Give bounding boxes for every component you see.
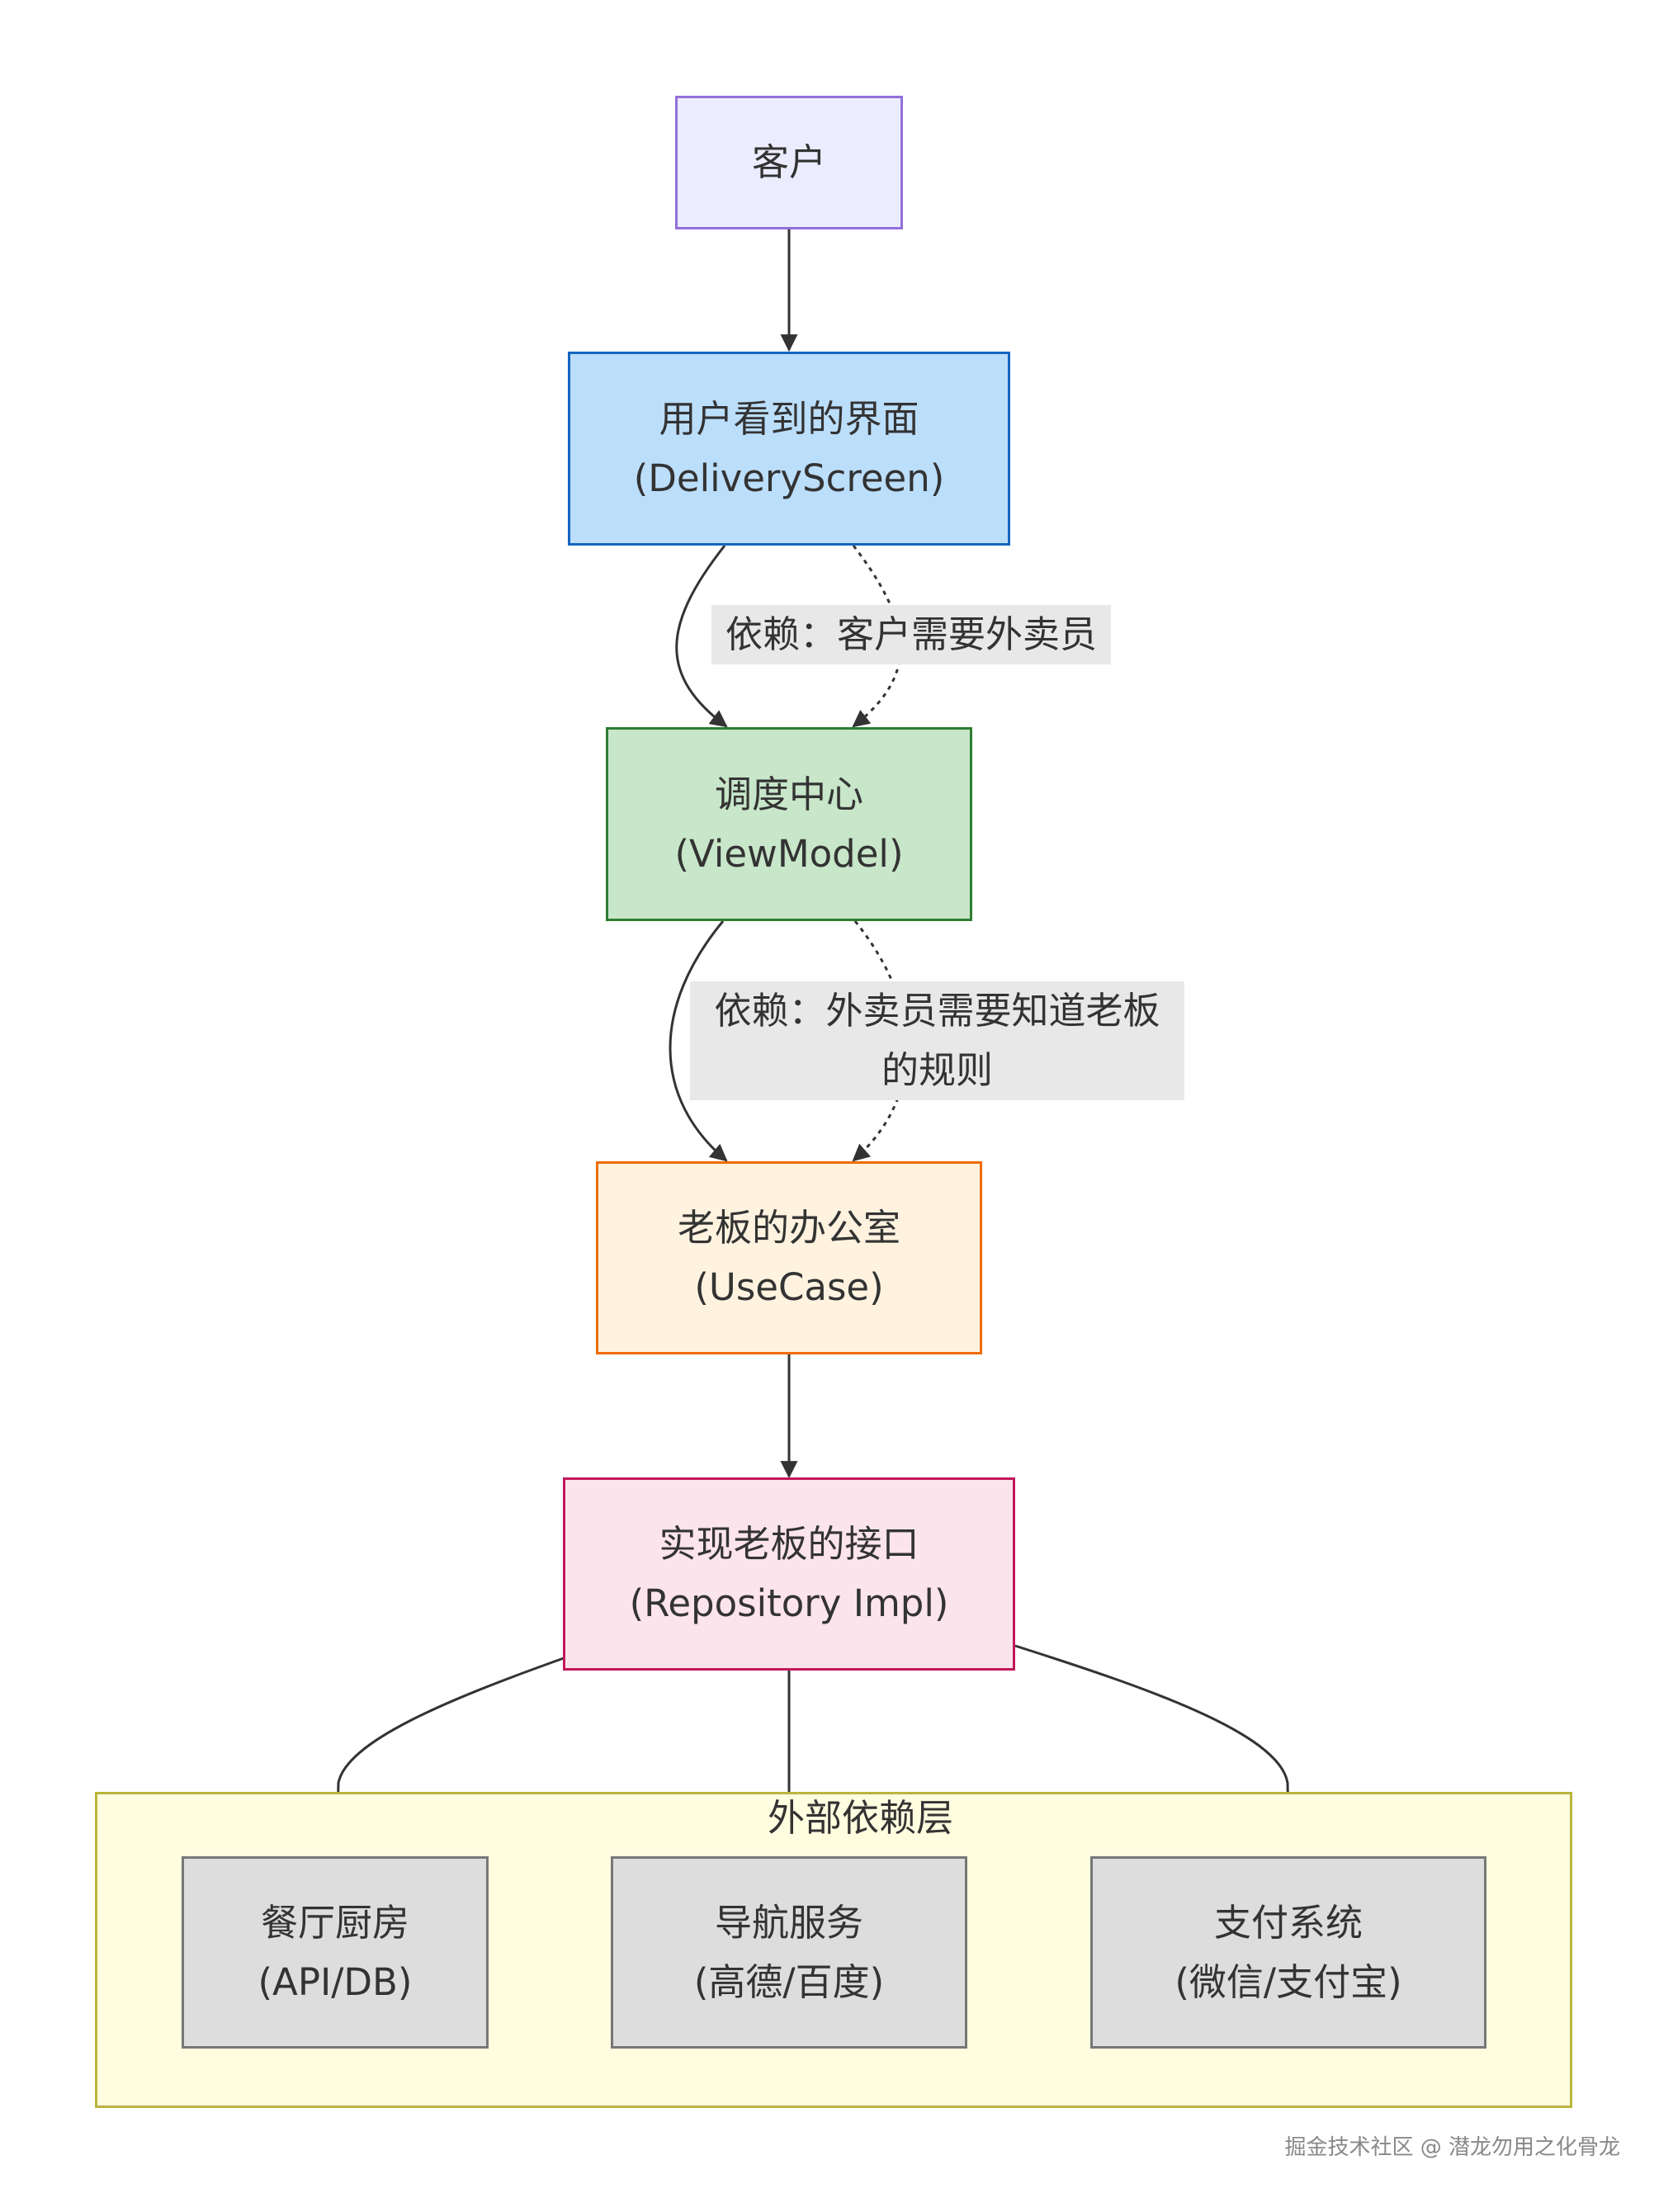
node-usecase-title: 老板的办公室 — [677, 1206, 900, 1250]
watermark: 掘金技术社区 @ 潜龙勿用之化骨龙 — [1284, 2135, 1620, 2160]
edge-label-screen-to-viewmodel-text: 依赖：客户需要外卖员 — [725, 612, 1097, 656]
node-repository-impl: 实现老板的接口 (Repository Impl) — [563, 1477, 1015, 1671]
node-delivery-screen: 用户看到的界面 (DeliveryScreen) — [568, 352, 1010, 546]
node-viewmodel: 调度中心 (ViewModel) — [606, 727, 972, 921]
subgraph-title: 外部依赖层 — [767, 1796, 953, 1840]
node-repository-impl-subtitle: (Repository Impl) — [629, 1581, 949, 1625]
node-payment-system: 支付系统 (微信/支付宝) — [1090, 1856, 1486, 2049]
node-payment-system-subtitle: (微信/支付宝) — [1174, 1959, 1402, 2004]
node-usecase: 老板的办公室 (UseCase) — [596, 1161, 982, 1354]
edge-repo-to-kitchen — [328, 1657, 565, 1858]
edge-screen-to-viewmodel-solid — [675, 545, 728, 728]
node-navigation-service: 导航服务 (高德/百度) — [611, 1856, 967, 2049]
node-usecase-subtitle: (UseCase) — [694, 1265, 884, 1309]
node-repository-impl-title: 实现老板的接口 — [659, 1522, 919, 1566]
edge-viewmodel-to-usecase-solid — [669, 920, 728, 1162]
node-customer-label: 客户 — [751, 140, 826, 184]
node-customer: 客户 — [675, 96, 903, 229]
edge-repo-to-payment — [1014, 1644, 1298, 1858]
node-navigation-service-title: 导航服务 — [714, 1900, 863, 1945]
node-viewmodel-title: 调度中心 — [714, 772, 863, 816]
edge-label-viewmodel-to-usecase: 依赖：外卖员需要知道老板 的规则 — [690, 981, 1184, 1100]
node-delivery-screen-title: 用户看到的界面 — [659, 396, 919, 441]
edge-label-viewmodel-to-usecase-line1: 依赖：外卖员需要知道老板 — [714, 989, 1160, 1033]
node-viewmodel-subtitle: (ViewModel) — [674, 831, 904, 876]
node-navigation-service-subtitle: (高德/百度) — [693, 1959, 885, 2004]
node-delivery-screen-subtitle: (DeliveryScreen) — [633, 456, 945, 500]
node-payment-system-title: 支付系统 — [1213, 1900, 1363, 1945]
node-restaurant-kitchen-title: 餐厅厨房 — [260, 1900, 409, 1945]
node-restaurant-kitchen: 餐厅厨房 (API/DB) — [182, 1856, 489, 2049]
edge-label-screen-to-viewmodel: 依赖：客户需要外卖员 — [711, 605, 1111, 664]
edge-label-viewmodel-to-usecase-line2: 的规则 — [881, 1048, 993, 1092]
node-restaurant-kitchen-subtitle: (API/DB) — [258, 1959, 413, 2004]
